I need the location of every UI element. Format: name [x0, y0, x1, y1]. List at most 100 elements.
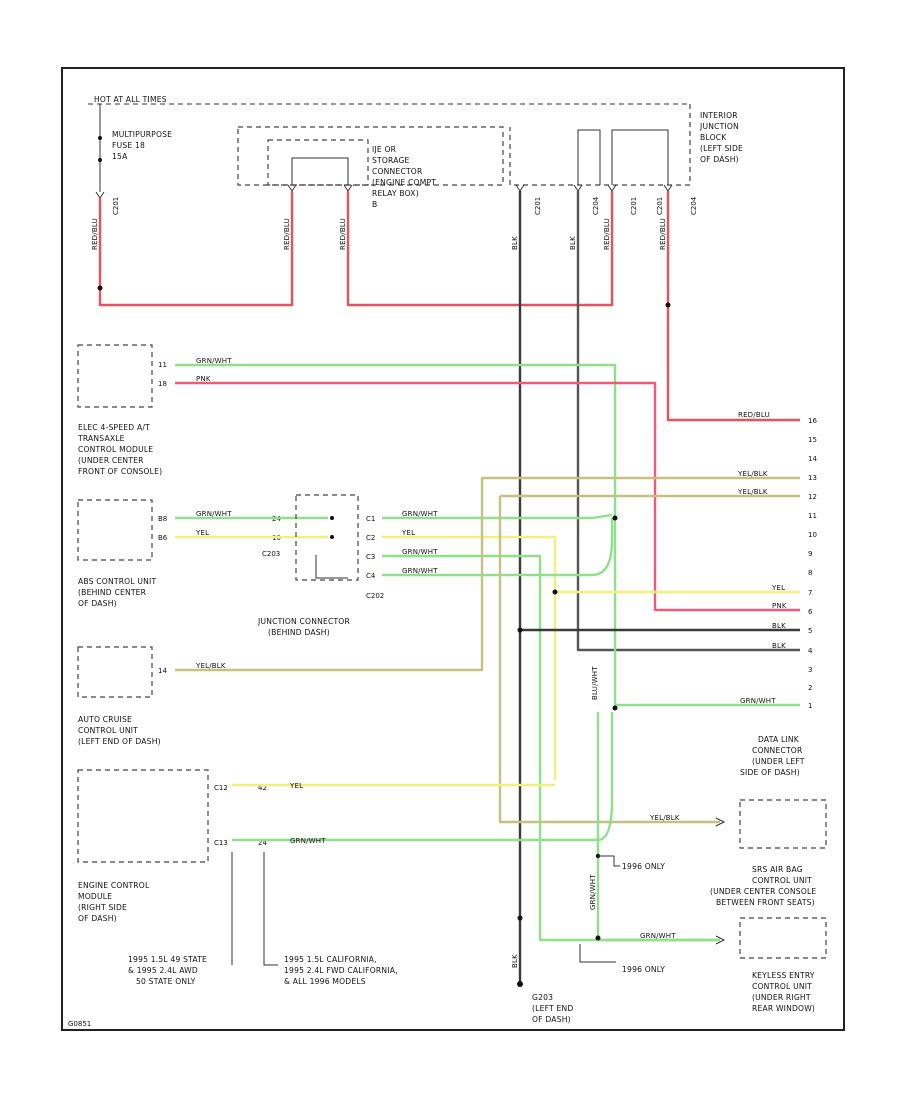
svg-text:ELEC 4-SPEED A/T: ELEC 4-SPEED A/T	[78, 423, 150, 432]
srs-wire-label: YEL/BLK	[649, 814, 680, 822]
ije-outer-box	[237, 126, 504, 186]
svg-text:15A: 15A	[112, 152, 128, 161]
top-pin-labels: C201 C201 C204 C201 C201 C204	[112, 196, 698, 215]
cruise-pin: 14	[158, 667, 167, 675]
abs-yellow-label: YEL	[195, 529, 209, 537]
svg-text:& 1995 2.4L AWD: & 1995 2.4L AWD	[128, 966, 198, 975]
ground-wire-label: BLK	[511, 954, 519, 968]
ijb-jumper1	[577, 129, 601, 185]
dlc1-label: GRN/WHT	[740, 697, 776, 705]
svg-text:RED/BLU: RED/BLU	[91, 218, 99, 250]
junction-connector-label: JUNCTION CONNECTOR (BEHIND DASH)	[257, 617, 350, 637]
abs-label: ABS CONTROL UNIT (BEHIND CENTER OF DASH)	[78, 577, 156, 608]
black-vertical-labels: BLK BLK	[511, 236, 577, 250]
fuse-node	[98, 136, 102, 140]
dlc13-label: YEL/BLK	[737, 488, 768, 496]
black-wire-ground2	[576, 191, 800, 652]
svg-text:C201: C201	[112, 197, 120, 215]
keyless-label: KEYLESS ENTRY CONTROL UNIT (UNDER RIGHT …	[752, 971, 815, 1013]
multipurpose-fuse-label: MULTIPURPOSE FUSE 18 15A	[112, 130, 172, 161]
dlc16-wire-label: RED/BLU	[738, 411, 770, 419]
svg-text:RED/BLU: RED/BLU	[659, 218, 667, 250]
jc-bridge	[315, 555, 348, 579]
svg-text:RED/BLU: RED/BLU	[283, 218, 291, 250]
green-wire-trans	[175, 363, 800, 707]
svg-text:JUNCTION CONNECTOR: JUNCTION CONNECTOR	[257, 617, 350, 626]
svg-text:STORAGE: STORAGE	[372, 156, 410, 165]
jc-pins: C1 C2 C3 C4	[366, 515, 376, 580]
svg-text:14: 14	[808, 455, 817, 463]
svg-text:(BEHIND CENTER: (BEHIND CENTER	[78, 588, 147, 597]
svg-text:ENGINE CONTROL: ENGINE CONTROL	[78, 881, 150, 890]
cruise-label: AUTO CRUISE CONTROL UNIT (LEFT END OF DA…	[78, 715, 161, 746]
svg-text:B6: B6	[158, 534, 168, 542]
jc-wire-labels: GRN/WHT YEL GRN/WHT GRN/WHT	[401, 510, 438, 575]
svg-text:7: 7	[808, 589, 812, 597]
svg-text:G203: G203	[532, 993, 553, 1002]
trans-module-box	[77, 344, 153, 408]
svg-text:YEL: YEL	[401, 529, 415, 537]
olive-wire-cruise	[175, 476, 800, 672]
yellow-node	[552, 589, 558, 595]
svg-text:C3: C3	[366, 553, 375, 561]
footer-code: G0851	[68, 1020, 91, 1028]
ije-inner-box	[267, 139, 369, 186]
green-dlc-node	[612, 705, 618, 711]
cruise-wire-label: YEL/BLK	[195, 662, 226, 670]
svg-text:RELAY BOX): RELAY BOX)	[372, 189, 419, 198]
svg-text:1: 1	[808, 702, 812, 710]
svg-text:C4: C4	[366, 572, 376, 580]
keyless-wire-label: GRN/WHT	[640, 932, 676, 940]
svg-text:BLOCK: BLOCK	[700, 133, 727, 142]
svg-text:8: 8	[808, 569, 812, 577]
red-wire-ije	[346, 191, 614, 307]
note-49-state: 1995 1.5L 49 STATE & 1995 2.4L AWD 50 ST…	[128, 955, 207, 986]
trans-pins: 11 18	[158, 361, 167, 388]
svg-text:1995 1.5L 49 STATE: 1995 1.5L 49 STATE	[128, 955, 207, 964]
black-node	[517, 627, 523, 633]
ecm-note-line2	[263, 852, 278, 966]
only-1996-leader-a	[598, 855, 620, 867]
svg-text:B8: B8	[158, 515, 167, 523]
g203-label: G203 (LEFT END OF DASH)	[532, 993, 573, 1024]
c203-pin-label: C203	[262, 550, 280, 558]
ije-jumper	[291, 157, 349, 185]
ecm-yellow-label: YEL	[289, 782, 303, 790]
svg-text:(RIGHT SIDE: (RIGHT SIDE	[78, 903, 127, 912]
svg-text:C1: C1	[366, 515, 375, 523]
only-1996-b: 1996 ONLY	[622, 965, 665, 974]
ground-node1	[517, 915, 523, 921]
svg-text:4: 4	[808, 647, 813, 655]
svg-text:KEYLESS ENTRY: KEYLESS ENTRY	[752, 971, 815, 980]
svg-text:GRN/WHT: GRN/WHT	[402, 510, 438, 518]
svg-text:C12: C12	[214, 784, 228, 792]
interior-junction-label: INTERIOR JUNCTION BLOCK (LEFT SIDE OF DA…	[699, 111, 743, 164]
svg-text:3: 3	[808, 666, 812, 674]
c202-pin-label: C202	[366, 592, 384, 600]
svg-text:RED/BLU: RED/BLU	[339, 218, 347, 250]
dlc14-label: YEL/BLK	[737, 470, 768, 478]
srs-label: SRS AIR BAG CONTROL UNIT (UNDER CENTER C…	[710, 865, 816, 907]
srs-arrow	[715, 817, 726, 827]
svg-text:50 STATE ONLY: 50 STATE ONLY	[136, 977, 196, 986]
abs-green-label: GRN/WHT	[196, 510, 232, 518]
svg-text:24: 24	[258, 839, 267, 847]
svg-text:(UNDER LEFT: (UNDER LEFT	[752, 757, 805, 766]
keyless-box	[739, 917, 827, 959]
ijb-jumper2	[611, 129, 669, 185]
fuse-node2	[98, 158, 102, 162]
svg-text:13: 13	[808, 474, 817, 482]
green-wire-jc1	[382, 513, 613, 520]
red-vertical-labels: RED/BLU RED/BLU RED/BLU RED/BLU RED/BLU	[91, 218, 667, 250]
blu-wht-vertical-label: BLU/WHT	[591, 666, 599, 700]
svg-text:(ENGINE COMPT: (ENGINE COMPT	[372, 178, 436, 187]
trans-green-label: GRN/WHT	[196, 357, 232, 365]
note-california: 1995 1.5L CALIFORNIA, 1995 2.4L FWD CALI…	[284, 955, 398, 986]
ecm-green-label: GRN/WHT	[290, 837, 326, 845]
red-node-dlc	[665, 302, 671, 308]
green-junction-node	[612, 515, 618, 521]
svg-text:DATA LINK: DATA LINK	[758, 735, 800, 744]
svg-text:& ALL 1996 MODELS: & ALL 1996 MODELS	[284, 977, 366, 986]
green-wire-jc3	[382, 554, 720, 942]
